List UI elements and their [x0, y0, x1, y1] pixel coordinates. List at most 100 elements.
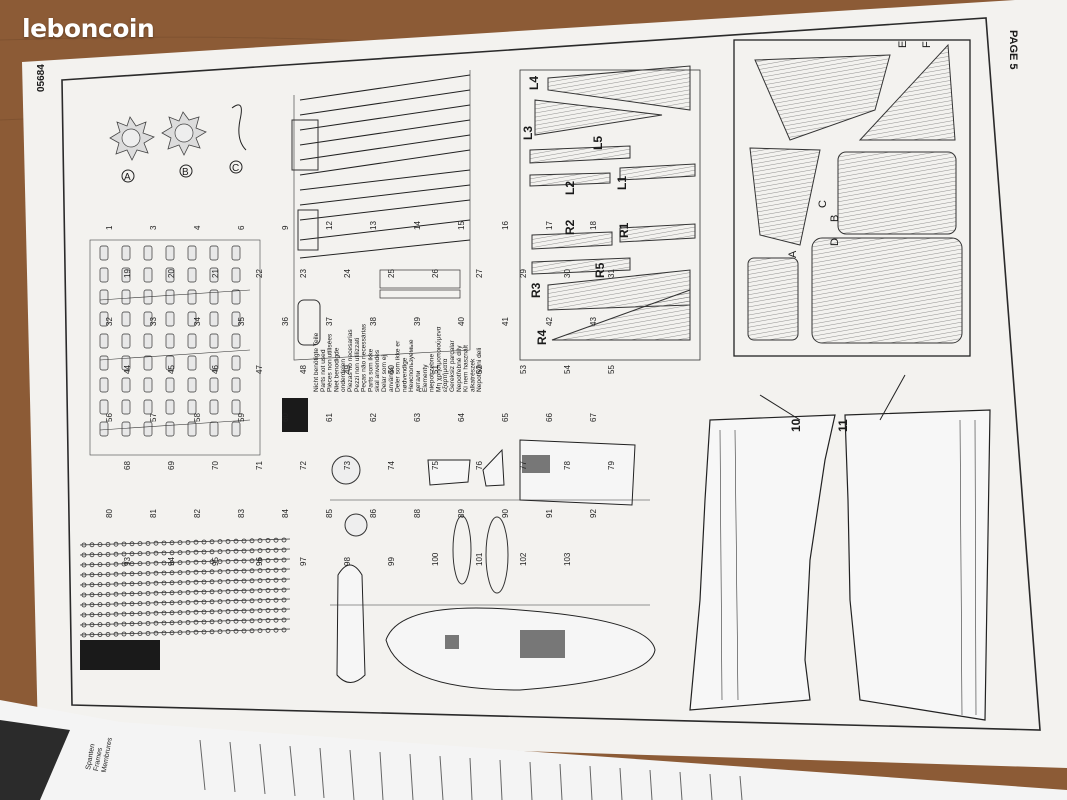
sail-label-r3: R3: [529, 282, 543, 298]
part-number: 42: [545, 317, 554, 326]
part-number: 91: [545, 509, 554, 518]
part-number: 70: [211, 461, 220, 470]
part-number: 33: [149, 317, 158, 326]
part-number: 37: [325, 317, 334, 326]
part-number: 1: [105, 225, 114, 230]
instruction-booklet: Spanten Frames Membrures: [0, 700, 1067, 800]
part-number: 103: [563, 552, 572, 566]
page-label: PAGE 5: [1007, 30, 1019, 70]
part-number: 27: [475, 269, 484, 278]
part-number: 86: [369, 509, 378, 518]
part-number: 6: [237, 225, 246, 230]
part-number: 96: [255, 557, 264, 566]
sail-label-r2: R2: [563, 219, 577, 235]
sprue-blocks: [89, 239, 261, 456]
part-number: 58: [193, 413, 202, 422]
part-number: 17: [545, 221, 554, 230]
part-number: 32: [105, 317, 114, 326]
part-number: 22: [255, 269, 264, 278]
part-number: 75: [431, 461, 440, 470]
article-number: 05684: [36, 64, 47, 92]
deck-panels: A B C D E F: [733, 39, 971, 357]
part-number: 19: [123, 269, 132, 278]
part-number: 15: [457, 221, 466, 230]
part-number: 72: [299, 461, 308, 470]
part-number: 73: [343, 461, 352, 470]
part-number: 13: [369, 221, 378, 230]
part-number: 66: [545, 413, 554, 422]
deck-label-f: F: [921, 41, 933, 48]
sail-label-l4: L4: [527, 76, 541, 90]
part-number: 97: [299, 557, 308, 566]
part-number: 50: [387, 365, 396, 374]
part-number: 35: [237, 317, 246, 326]
part-number: 92: [589, 509, 598, 518]
part-number: 79: [607, 461, 616, 470]
part-number: 102: [519, 552, 528, 566]
part-number: 24: [343, 269, 352, 278]
sail-label-l2: L2: [563, 181, 577, 195]
sprue-decks: [330, 439, 656, 691]
part-number: 94: [167, 557, 176, 566]
sail-label-r4: R4: [535, 329, 549, 345]
deck-label-e: E: [897, 41, 909, 48]
part-number: 54: [563, 365, 572, 374]
part-number: 71: [255, 461, 264, 470]
part-number: 40: [457, 317, 466, 326]
part-number: 81: [149, 509, 158, 518]
part-number: 65: [501, 413, 510, 422]
part-number: 51: [431, 365, 440, 374]
part-number: 4: [193, 225, 202, 230]
hull-halves: 10 11: [689, 374, 991, 721]
part-number: 38: [369, 317, 378, 326]
part-number: 44: [123, 365, 132, 374]
sail-label-r5: R5: [593, 262, 607, 278]
part-number: 26: [431, 269, 440, 278]
part-number: 39: [413, 317, 422, 326]
part-number: 78: [563, 461, 572, 470]
part-number: 20: [167, 269, 176, 278]
part-number: 84: [281, 509, 290, 518]
part-number: 56: [105, 413, 114, 422]
part-number: 16: [501, 221, 510, 230]
part-number: 52: [475, 365, 484, 374]
part-number: 100: [431, 552, 440, 566]
part-number: 74: [387, 461, 396, 470]
part-number: 3: [149, 225, 158, 230]
part-number: 101: [475, 552, 484, 566]
sunburst-emblem-a: A: [109, 116, 155, 183]
part-number: 30: [563, 269, 572, 278]
part-number: 62: [369, 413, 378, 422]
part-number: 95: [211, 557, 220, 566]
part-number: 9: [281, 225, 290, 230]
sail-label-r1: R1: [617, 222, 631, 238]
part-number: 99: [387, 557, 396, 566]
part-number: 49: [343, 365, 352, 374]
sail-label-l3: L3: [521, 126, 535, 140]
part-number: 12: [325, 221, 334, 230]
part-number: 93: [123, 557, 132, 566]
part-number: 63: [413, 413, 422, 422]
hull-label-11: 11: [836, 419, 850, 432]
sail-label-l5: L5: [591, 136, 605, 150]
part-number: 23: [299, 269, 308, 278]
part-number: 98: [343, 557, 352, 566]
part-number: 82: [193, 509, 202, 518]
part-number: 45: [167, 365, 176, 374]
part-number: 77: [519, 461, 528, 470]
hull-label-10: 10: [789, 418, 803, 432]
part-number: 88: [413, 509, 422, 518]
part-number: 61: [325, 413, 334, 422]
notice-text: Nicht benötigte Teile Parts not used Piè…: [313, 322, 483, 392]
part-number: 55: [607, 365, 616, 374]
part-number: 64: [457, 413, 466, 422]
deck-label-a: A: [787, 250, 799, 258]
part-number: 46: [211, 365, 220, 374]
part-number: 31: [607, 269, 616, 278]
part-number: 68: [123, 461, 132, 470]
part-number: 69: [167, 461, 176, 470]
sprue-frames: [79, 537, 291, 670]
part-number: 34: [193, 317, 202, 326]
